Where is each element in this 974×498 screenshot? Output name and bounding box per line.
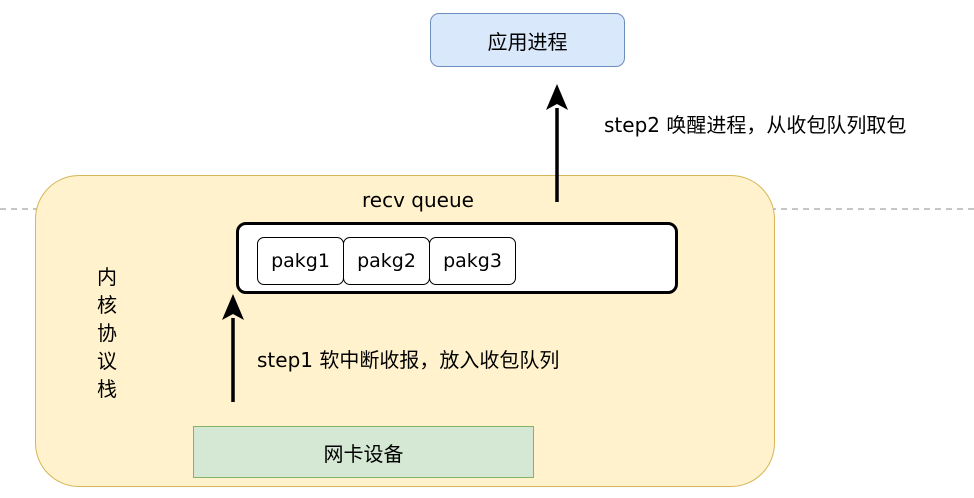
recv-queue-label: recv queue xyxy=(362,188,474,212)
nic-device: 网卡设备 xyxy=(193,426,534,478)
app-process: 应用进程 xyxy=(430,13,625,67)
packet-2: pakg2 xyxy=(343,237,430,285)
kernel-stack-label: 内 核 协 议 栈 xyxy=(97,265,117,401)
packet-1: pakg1 xyxy=(257,237,344,285)
packet-3: pakg3 xyxy=(429,237,516,285)
step1-label: step1 软中断收报，放入收包队列 xyxy=(257,348,560,372)
step2-label: step2 唤醒进程，从收包队列取包 xyxy=(604,113,907,137)
